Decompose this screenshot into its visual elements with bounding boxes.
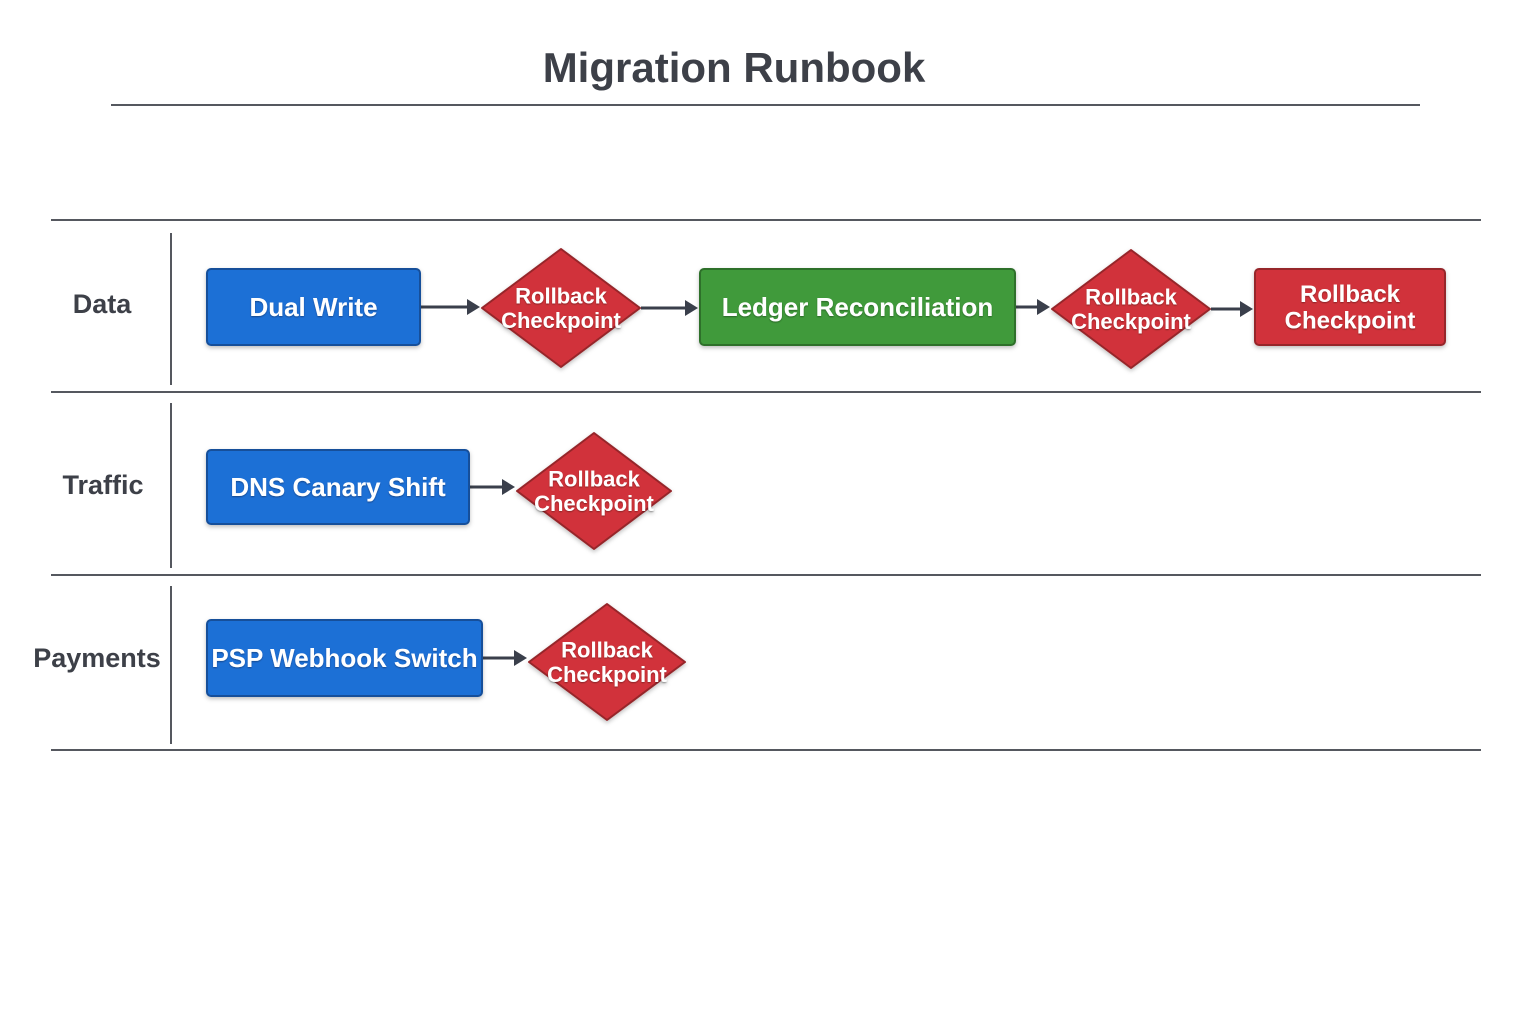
lane-label-traffic: Traffic <box>62 470 143 500</box>
node-label: Rollback <box>515 284 607 309</box>
node-ledger-reconciliation[interactable]: Ledger Reconciliation <box>699 268 1016 346</box>
node-label: Checkpoint <box>1071 309 1191 334</box>
process-box <box>699 268 1016 346</box>
decision-diamond <box>516 432 672 550</box>
process-box <box>206 268 421 346</box>
node-dns-canary-shift[interactable]: DNS Canary Shift <box>206 449 470 525</box>
flow-arrows <box>421 299 1253 666</box>
node-label: Checkpoint <box>534 491 654 516</box>
lane-label-payments: Payments <box>33 643 161 673</box>
page-title: Migration Runbook <box>543 44 926 91</box>
node-label: Ledger Reconciliation <box>722 292 994 322</box>
lane-label-data: Data <box>73 289 133 319</box>
node-label: Checkpoint <box>1285 308 1416 335</box>
node-label: Rollback <box>1300 281 1401 308</box>
flow-arrow <box>470 479 515 495</box>
decision-diamond <box>481 248 641 368</box>
node-psp-webhook-switch[interactable]: PSP Webhook Switch <box>206 619 483 697</box>
flow-arrow <box>421 299 480 315</box>
flow-arrow <box>1016 299 1050 315</box>
decision-diamond <box>1051 249 1211 369</box>
process-box <box>206 449 470 525</box>
node-dual-write[interactable]: Dual Write <box>206 268 421 346</box>
decision-diamond <box>528 603 686 721</box>
flow-arrow <box>1211 301 1253 317</box>
flow-arrow <box>641 300 698 316</box>
flow-arrow <box>483 650 527 666</box>
node-label: PSP Webhook Switch <box>211 643 477 673</box>
node-label: Rollback <box>1085 285 1177 310</box>
process-box <box>1254 268 1446 346</box>
node-label: Rollback <box>561 638 653 663</box>
node-label: Rollback <box>548 467 640 492</box>
node-label: Checkpoint <box>547 662 667 687</box>
node-label: Dual Write <box>249 292 377 322</box>
process-box <box>206 619 483 697</box>
node-label: Checkpoint <box>501 308 621 333</box>
node-label: DNS Canary Shift <box>230 472 446 502</box>
